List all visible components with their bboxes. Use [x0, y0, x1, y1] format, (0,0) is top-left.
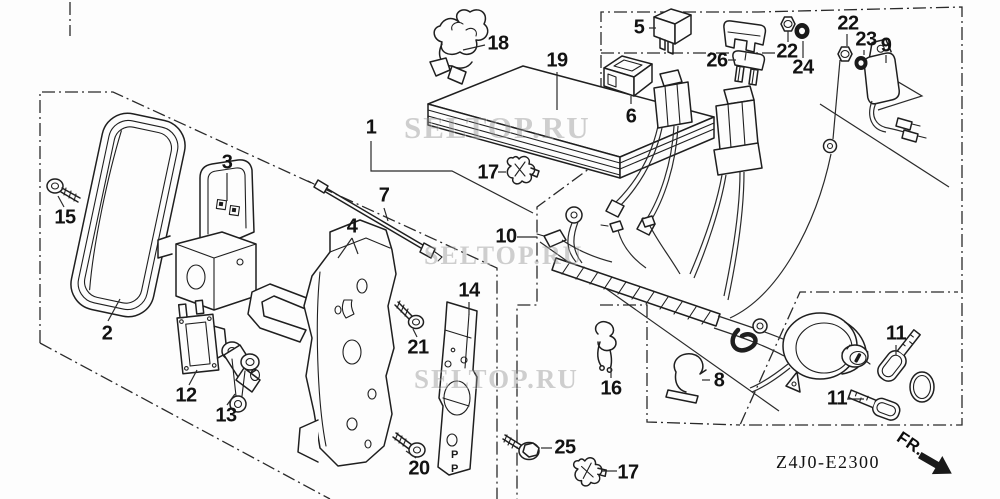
- key-ring: [909, 371, 935, 403]
- part-14-marking-p-top: P: [451, 449, 458, 461]
- part-20-screw: [392, 432, 426, 458]
- part-8-clamp: [665, 353, 707, 404]
- callout-label-1: 1: [365, 116, 377, 139]
- part-6-connector: [603, 55, 653, 97]
- callout-label-13: 13: [215, 404, 237, 427]
- part-25-bolt: [502, 434, 540, 461]
- part-2-cover: [70, 112, 186, 318]
- fr-direction-label: FR.: [893, 427, 929, 460]
- watermark: SELTOP.RU: [424, 241, 584, 270]
- callout-label-7: 7: [378, 184, 390, 207]
- callout-label-26: 26: [706, 49, 728, 72]
- part-10-harness: [536, 138, 838, 393]
- part-4-mount-plate: [247, 219, 397, 467]
- part-12-switch: [176, 299, 228, 375]
- ignition-switch: [782, 312, 871, 393]
- part-24-washer: [794, 23, 810, 39]
- callout-label-19: 19: [546, 49, 568, 72]
- callout-label-2: 2: [101, 322, 113, 345]
- part-18-clamp: [429, 9, 489, 85]
- callout-label-17: 17: [477, 161, 499, 184]
- callout-label-22: 22: [837, 12, 859, 35]
- part-23-washer: [854, 56, 868, 70]
- callout-label-6: 6: [625, 105, 637, 128]
- part-13-solenoid: [221, 341, 261, 413]
- callout-label-11: 11: [885, 322, 907, 345]
- part-5-relay: [653, 8, 692, 55]
- watermark: SELTOP.RU: [414, 364, 579, 394]
- callout-label-5: 5: [633, 16, 645, 39]
- part-21-screw: [394, 300, 425, 330]
- callout-label-4: 4: [346, 215, 358, 238]
- callout-label-18: 18: [487, 32, 509, 55]
- part-11-key-upper: [877, 329, 921, 382]
- watermark: SELTOP.RU: [404, 110, 591, 145]
- part-17-clip-lower: [572, 457, 608, 487]
- callout-label-12: 12: [175, 384, 197, 407]
- callout-label-17: 17: [617, 461, 639, 484]
- leader-lines: [57, 27, 897, 472]
- harness-connector-b: [689, 85, 763, 301]
- callout-label-21: 21: [407, 336, 429, 359]
- part-22-nut-left: [780, 16, 796, 32]
- part-22-nut-right: [837, 46, 853, 62]
- part-14-marking-p-bottom: P: [451, 463, 458, 475]
- callout-label-20: 20: [408, 457, 430, 480]
- part-19-box: [427, 65, 715, 179]
- fr-direction-indicator: FR.: [893, 428, 976, 488]
- callout-label-3: 3: [221, 151, 233, 174]
- callout-label-8: 8: [713, 369, 725, 392]
- part-16-clip: [594, 320, 617, 373]
- callout-label-11: 11: [826, 387, 848, 410]
- part-7-rod: [307, 179, 443, 262]
- callout-label-25: 25: [554, 436, 576, 459]
- part-14-plate: P P: [437, 301, 478, 476]
- callout-label-15: 15: [54, 206, 76, 229]
- callout-label-23: 23: [855, 28, 877, 51]
- callout-label-24: 24: [792, 56, 814, 79]
- part-26-fuse: [723, 20, 767, 86]
- part-9-sensor: [863, 38, 927, 143]
- callout-label-14: 14: [458, 279, 480, 302]
- callout-label-10: 10: [495, 225, 517, 248]
- callout-label-22: 22: [776, 40, 798, 63]
- diagram-code: Z4J0-E2300: [776, 452, 880, 472]
- fr-arrow-icon: [918, 452, 952, 475]
- callout-label-16: 16: [600, 377, 622, 400]
- part-17-clip-upper: [506, 155, 540, 185]
- callout-label-9: 9: [880, 34, 892, 57]
- part-11-key-lower: [847, 389, 901, 421]
- part-15-screw: [46, 178, 81, 203]
